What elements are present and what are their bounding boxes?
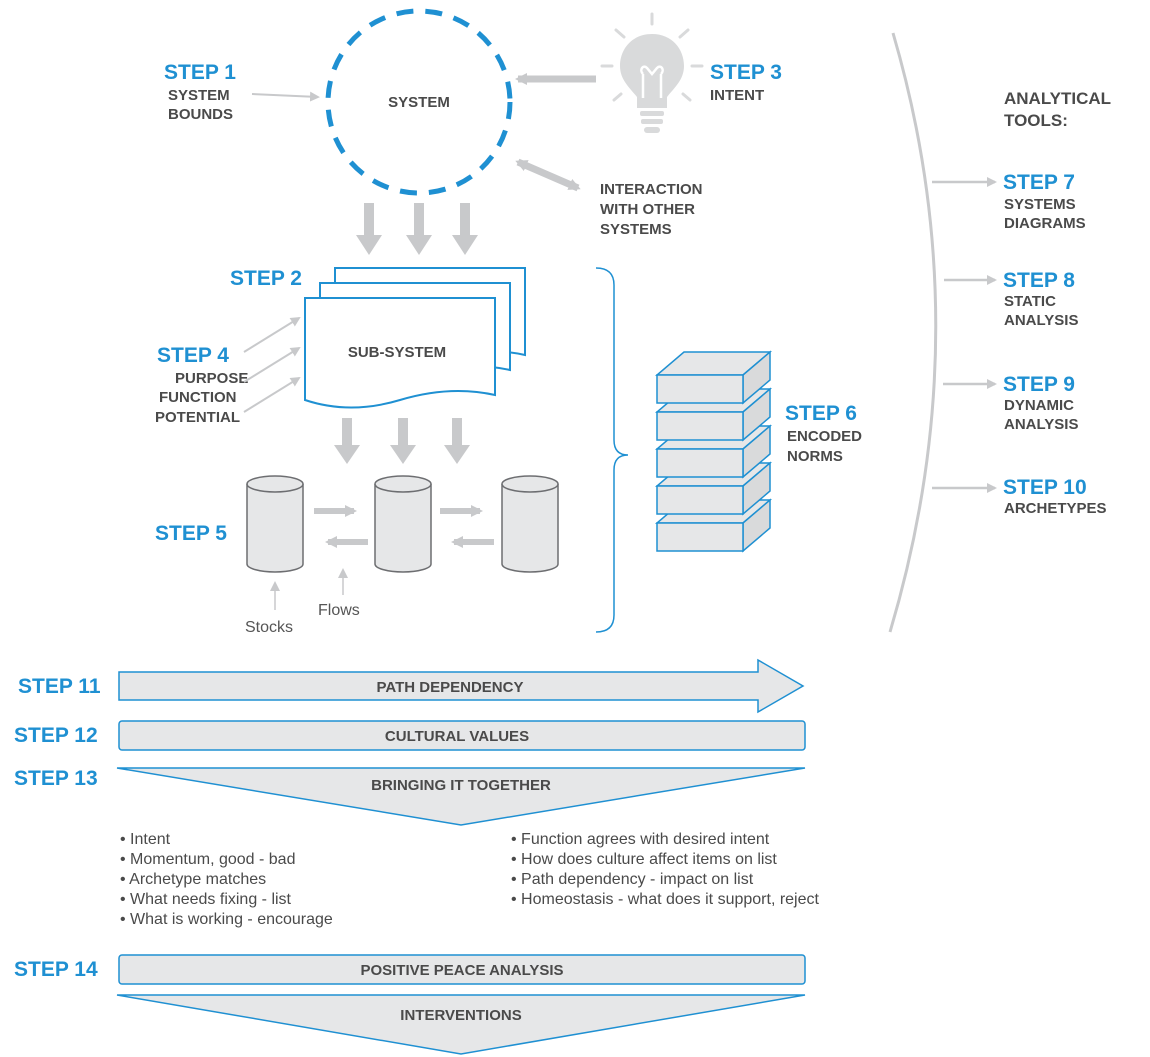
path-dependency-arrow [118,658,805,714]
system-boundary-circle [325,8,513,196]
step6-line1: ENCODED [787,428,862,445]
step4-title: STEP 4 [157,344,229,367]
bringing-together-label: BRINGING IT TOGETHER [371,777,551,794]
lightbulb-icon [600,12,704,133]
right-bullet-list: • Function agrees with desired intent • … [511,831,820,908]
interventions-chevron [116,994,806,1055]
stock-cylinder [246,475,304,573]
step4-line3: POTENTIAL [155,409,240,426]
bullet-item: • What needs fixing - list [120,891,292,908]
step4-arrows [243,316,301,413]
system-to-subsystem-arrows [356,203,478,255]
step8-line2: ANALYSIS [1004,312,1078,329]
step7-title: STEP 7 [1003,171,1075,194]
step13-title: STEP 13 [14,767,98,790]
stock-cylinders [246,475,559,573]
system-label: SYSTEM [388,94,450,111]
step3-title: STEP 3 [710,61,782,84]
left-bullet-list: • Intent • Momentum, good - bad • Archet… [120,831,333,928]
encoded-norms-blocks [654,350,773,553]
bullet-item: • Intent [120,831,171,848]
step3-line1: INTENT [710,87,764,104]
step9-line1: DYNAMIC [1004,397,1074,414]
positive-peace-bar [118,954,806,985]
norm-block [654,350,773,405]
step8-title: STEP 8 [1003,269,1075,292]
bullet-item: • How does culture affect items on list [511,851,777,868]
step1-line1: SYSTEM [168,87,230,104]
subsystem-label: SUB-SYSTEM [348,344,446,361]
tools-heading-line2: TOOLS: [1004,111,1068,130]
tool-arrows [932,177,997,493]
step7-line2: DIAGRAMS [1004,215,1086,232]
bringing-together-chevron [116,767,806,826]
step10-title: STEP 10 [1003,476,1087,499]
interaction-line1: INTERACTION [600,181,703,198]
path-dependency-label: PATH DEPENDENCY [377,679,524,696]
tool-step9: STEP 9 DYNAMIC ANALYSIS [1003,373,1078,433]
step2-title: STEP 2 [230,267,302,290]
bullet-item: • Path dependency - impact on list [511,871,754,888]
step6-line2: NORMS [787,448,843,465]
step1-line2: BOUNDS [168,106,233,123]
interaction-line2: WITH OTHER [600,201,695,218]
system-bounds-arrow [251,91,320,102]
tool-step8: STEP 8 STATIC ANALYSIS [1003,269,1078,329]
bullet-item: • Homeostasis - what does it support, re… [511,891,820,908]
interaction-line3: SYSTEMS [600,221,672,238]
stocks-flows-pointers [270,568,348,610]
step6-title: STEP 6 [785,402,857,425]
bullet-item: • Archetype matches [120,871,266,888]
curly-brace [595,267,629,633]
analytical-tools-arc [888,32,938,633]
step4-line2: FUNCTION [159,389,237,406]
tool-step10: STEP 10 ARCHETYPES [1003,476,1107,517]
tool-step7: STEP 7 SYSTEMS DIAGRAMS [1003,171,1086,232]
tools-heading-line1: ANALYTICAL [1004,89,1111,108]
stocks-label: Stocks [245,619,293,636]
step4-line1: PURPOSE [175,370,248,387]
cultural-values-label: CULTURAL VALUES [385,728,529,745]
step14-title: STEP 14 [14,958,98,981]
step9-line2: ANALYSIS [1004,416,1078,433]
flows-label: Flows [318,602,360,619]
subsystem-documents [304,267,526,409]
bullet-item: • Momentum, good - bad [120,851,295,868]
interventions-label: INTERVENTIONS [400,1007,521,1024]
bullet-item: • Function agrees with desired intent [511,831,770,848]
step12-title: STEP 12 [14,724,98,747]
cultural-values-bar [118,720,806,751]
step1-title: STEP 1 [164,61,236,84]
step8-line1: STATIC [1004,293,1056,310]
stock-cylinder [501,475,559,573]
step7-line1: SYSTEMS [1004,196,1076,213]
subsystem-to-stocks-arrows [334,418,470,464]
interaction-double-arrow [515,158,581,192]
bullet-item: • What is working - encourage [120,911,333,928]
step9-title: STEP 9 [1003,373,1075,396]
step10-line1: ARCHETYPES [1004,500,1107,517]
flow-arrows [314,505,494,548]
stock-cylinder [374,475,432,573]
step11-title: STEP 11 [18,675,101,698]
positive-peace-label: POSITIVE PEACE ANALYSIS [360,962,563,979]
step5-title: STEP 5 [155,522,227,545]
